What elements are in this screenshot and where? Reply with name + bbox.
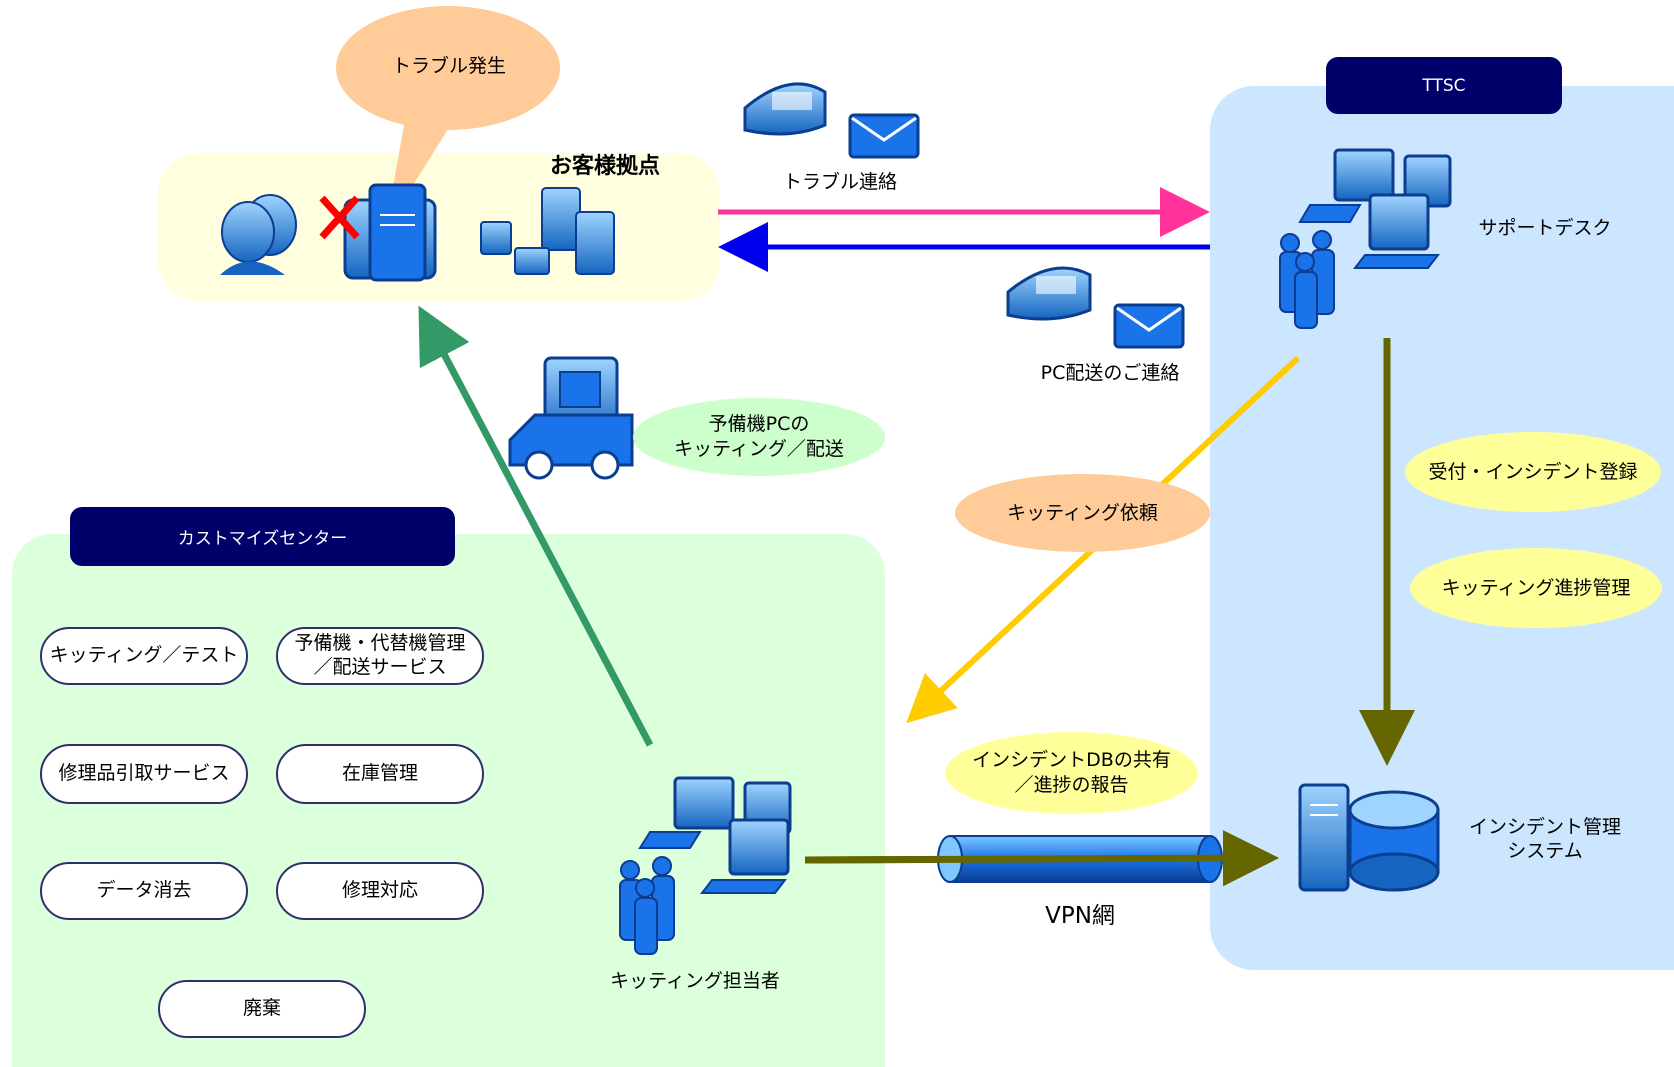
- support-desk-label: サポートデスク: [1478, 217, 1612, 239]
- service-data-erasure: データ消去: [40, 862, 248, 920]
- kitting-request-oval: キッティング依頼: [955, 474, 1210, 552]
- service-kitting-test: キッティング／テスト: [40, 627, 248, 685]
- kitting-progress-oval: キッティング進捗管理: [1410, 548, 1662, 628]
- people-icon: [220, 194, 297, 275]
- kitting-delivery-oval: 予備機PCの キッティング／配送: [633, 398, 885, 476]
- customer-site-title: お客様拠点: [549, 154, 660, 179]
- trouble-bubble-text: トラブル発生: [391, 55, 506, 77]
- reception-registration-oval: 受付・インシデント登録: [1405, 432, 1661, 512]
- database-icon: [1298, 783, 1440, 892]
- ttsc-zone: [1210, 86, 1674, 970]
- telephone-icon: [743, 82, 827, 136]
- failed-pc-icon: [343, 183, 437, 282]
- incident-db-share-oval: インシデントDBの共有 ／進捗の報告: [945, 732, 1198, 814]
- service-spare-replacement: 予備機・代替機管理 ／配送サービス: [276, 627, 484, 685]
- x-mark-icon: [319, 195, 360, 240]
- workstations-icon: [619, 776, 792, 955]
- delivery-arrow: [418, 305, 654, 747]
- envelope-icon: [848, 113, 920, 159]
- service-inventory: 在庫管理: [276, 744, 484, 804]
- ttsc-tab: TTSC: [1326, 57, 1562, 114]
- customize-center-tab: カストマイズセンター: [70, 507, 455, 566]
- truck-icon: [508, 356, 634, 480]
- service-repair: 修理対応: [276, 862, 484, 920]
- servers-icon: [480, 187, 615, 275]
- service-repair-pickup: 修理品引取サービス: [40, 744, 248, 804]
- incident-system-label: インシデント管理 システム: [1468, 816, 1621, 862]
- envelope-icon: [1113, 303, 1185, 349]
- telephone-icon: [1006, 266, 1092, 321]
- workstations-icon: [1279, 148, 1452, 329]
- pc-delivery-notice-label: PC配送のご連絡: [1040, 362, 1180, 384]
- kitting-staff-label: キッティング担当者: [610, 970, 780, 992]
- vpn-label: VPN網: [1045, 903, 1115, 929]
- service-disposal: 廃棄: [158, 980, 366, 1038]
- trouble-report-label: トラブル連絡: [782, 171, 897, 193]
